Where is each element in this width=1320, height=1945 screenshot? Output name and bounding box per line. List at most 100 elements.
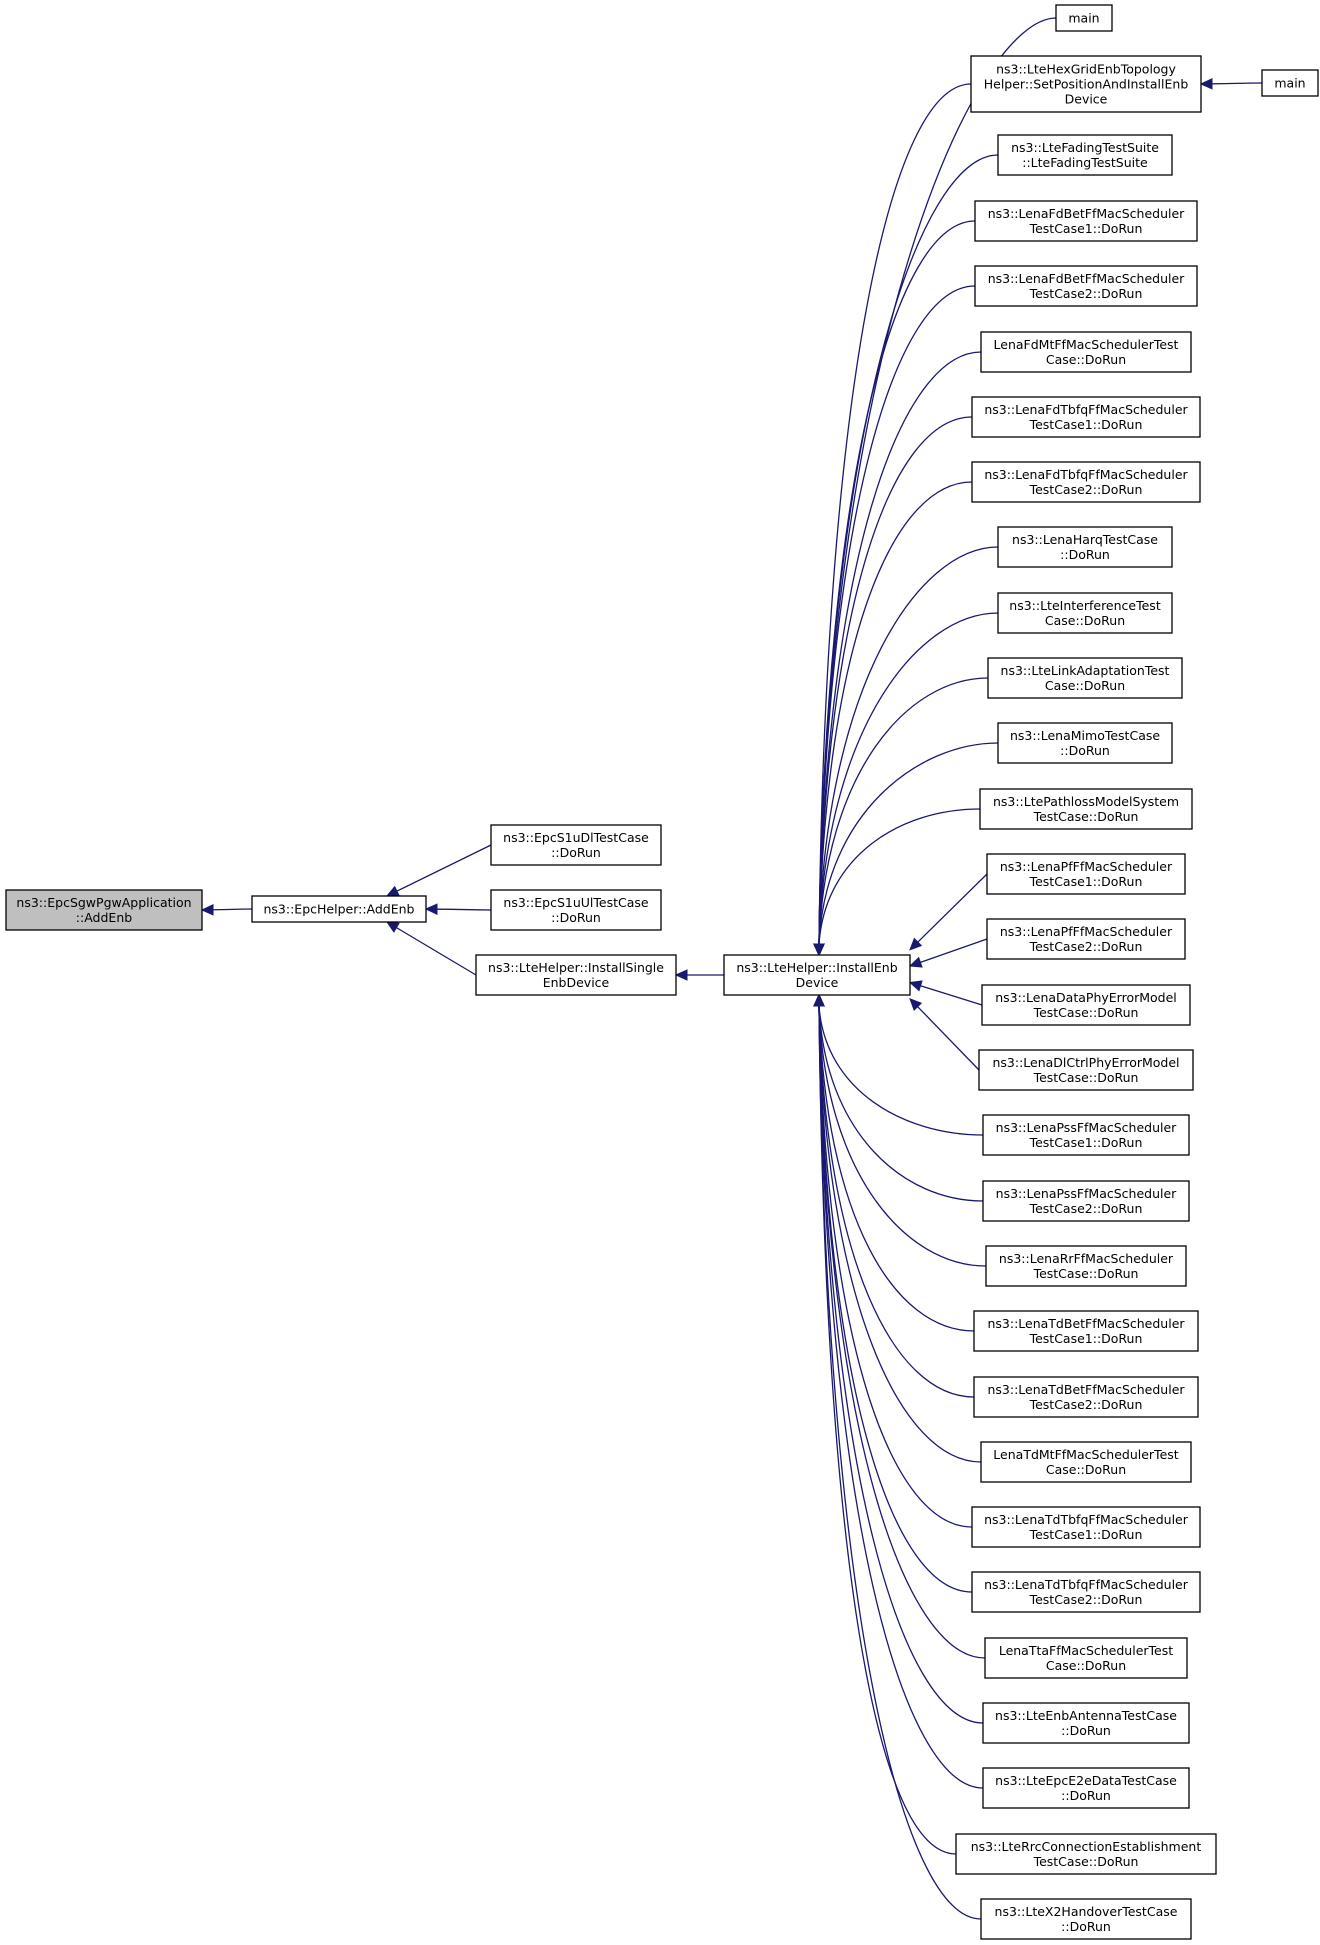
edge-c1-to-n5 xyxy=(818,83,972,945)
edge-c11-to-n5 xyxy=(818,742,999,945)
node-label-line: ns3::LenaDataPhyErrorModel xyxy=(995,990,1177,1005)
node-label-line: ns3::LteFadingTestSuite xyxy=(1011,140,1159,155)
node-label-line: ns3::LenaFdTbfqFfMacScheduler xyxy=(984,402,1188,417)
node-label-line: TestCase1::DoRun xyxy=(1029,221,1143,236)
graph-node-c26[interactable]: ns3::LteEnbAntennaTestCase::DoRun xyxy=(982,1702,1190,1744)
graph-node-c17[interactable]: ns3::LenaPssFfMacSchedulerTestCase1::DoR… xyxy=(982,1114,1190,1156)
node-box xyxy=(978,1049,1194,1091)
node-label-line: ::DoRun xyxy=(551,910,601,925)
edge-c10-to-n5 xyxy=(818,677,989,945)
arrowhead-n1-to-n0 xyxy=(200,904,214,916)
node-label-line: ns3::LenaTdTbfqFfMacScheduler xyxy=(984,1577,1189,1592)
node-label-line: ns3::LenaPfFfMacScheduler xyxy=(1000,924,1173,939)
graph-node-c23[interactable]: ns3::LenaTdTbfqFfMacSchedulerTestCase1::… xyxy=(971,1506,1201,1548)
arrowhead-n5-to-n4 xyxy=(674,969,688,981)
node-box xyxy=(971,396,1201,438)
graph-node-c11[interactable]: ns3::LenaMimoTestCase::DoRun xyxy=(997,722,1173,764)
graph-node-c8[interactable]: ns3::LenaHarqTestCase::DoRun xyxy=(997,526,1173,568)
node-label-line: main xyxy=(1274,76,1305,91)
graph-node-c1[interactable]: ns3::LteHexGridEnbTopologyHelper::SetPos… xyxy=(970,55,1202,113)
graph-node-n3[interactable]: ns3::EpcS1uUlTestCase::DoRun xyxy=(490,889,662,931)
edge-c4-to-n5 xyxy=(818,285,976,945)
edge-c15-to-n5 xyxy=(920,985,983,1006)
node-box xyxy=(723,954,911,996)
graph-node-c20[interactable]: ns3::LenaTdBetFfMacSchedulerTestCase1::D… xyxy=(973,1310,1199,1352)
graph-node-c13[interactable]: ns3::LenaPfFfMacSchedulerTestCase1::DoRu… xyxy=(986,853,1186,895)
edge-c19-to-n5 xyxy=(818,1005,987,1267)
node-box xyxy=(490,824,662,866)
arrowhead-n3-to-n1 xyxy=(424,903,438,915)
node-box xyxy=(974,200,1198,242)
node-label-line: Case::DoRun xyxy=(1046,1658,1126,1673)
graph-node-c15[interactable]: ns3::LenaDataPhyErrorModelTestCase::DoRu… xyxy=(981,984,1191,1026)
node-label-line: EnbDevice xyxy=(543,975,610,990)
graph-node-c12[interactable]: ns3::LtePathlossModelSystemTestCase::DoR… xyxy=(979,788,1193,830)
edge-c27-to-n5 xyxy=(818,1005,984,1789)
edge-c0-to-n5 xyxy=(818,17,1057,945)
node-box xyxy=(973,1310,1199,1352)
graph-node-c29[interactable]: ns3::LteX2HandoverTestCase::DoRun xyxy=(980,1898,1192,1940)
graph-node-c2[interactable]: ns3::LteFadingTestSuite::LteFadingTestSu… xyxy=(997,134,1173,176)
graph-node-c21[interactable]: ns3::LenaTdBetFfMacSchedulerTestCase2::D… xyxy=(973,1376,1199,1418)
graph-node-c14[interactable]: ns3::LenaPfFfMacSchedulerTestCase2::DoRu… xyxy=(986,918,1186,960)
edge-c25-to-n5 xyxy=(818,1005,986,1659)
node-box xyxy=(997,722,1173,764)
node-box xyxy=(5,889,203,931)
node-box xyxy=(1055,4,1113,32)
node-label-line: ns3::LtePathlossModelSystem xyxy=(993,794,1179,809)
graph-node-c0[interactable]: main xyxy=(1055,4,1113,32)
graph-node-c28[interactable]: ns3::LteRrcConnectionEstablishmentTestCa… xyxy=(955,1833,1217,1875)
node-box xyxy=(971,1571,1201,1613)
edge-c20-to-n5 xyxy=(818,1005,975,1332)
graph-node-c3[interactable]: ns3::LenaFdBetFfMacSchedulerTestCase1::D… xyxy=(974,200,1198,242)
graph-node-c4[interactable]: ns3::LenaFdBetFfMacSchedulerTestCase2::D… xyxy=(974,265,1198,307)
node-label-line: ::DoRun xyxy=(1061,1919,1111,1934)
node-label-line: ns3::EpcSgwPgwApplication xyxy=(16,895,191,910)
node-label-line: ns3::LenaFdTbfqFfMacScheduler xyxy=(984,467,1188,482)
edge-c18-to-n5 xyxy=(818,1005,984,1202)
edge-c14-to-n5 xyxy=(920,938,988,963)
node-label-line: ns3::LenaFdBetFfMacScheduler xyxy=(988,271,1185,286)
graph-node-n2[interactable]: ns3::EpcS1uDlTestCase::DoRun xyxy=(490,824,662,866)
graph-node-c27[interactable]: ns3::LteEpcE2eDataTestCase::DoRun xyxy=(982,1767,1190,1809)
node-box xyxy=(980,1441,1192,1483)
node-label-line: TestCase::DoRun xyxy=(1033,1005,1139,1020)
node-box xyxy=(987,657,1183,699)
node-box xyxy=(970,55,1202,113)
graph-node-c24[interactable]: ns3::LenaTdTbfqFfMacSchedulerTestCase2::… xyxy=(971,1571,1201,1613)
node-label-line: ::DoRun xyxy=(1061,1788,1111,1803)
node-label-line: ns3::LteRrcConnectionEstablishment xyxy=(971,1839,1202,1854)
node-label-line: ns3::LteX2HandoverTestCase xyxy=(995,1904,1178,1919)
node-label-line: Helper::SetPositionAndInstallEnb xyxy=(984,77,1189,92)
edge-c29-to-n5 xyxy=(818,1005,982,1920)
node-box xyxy=(490,889,662,931)
arrowhead-c29-to-n5 xyxy=(813,993,825,1007)
node-label-line: TestCase1::DoRun xyxy=(1029,1135,1143,1150)
graph-node-c16[interactable]: ns3::LenaDlCtrlPhyErrorModelTestCase::Do… xyxy=(978,1049,1194,1091)
node-label-line: Case::DoRun xyxy=(1045,678,1125,693)
edge-n2-to-n1 xyxy=(396,844,492,892)
arrowhead-c14-to-n5 xyxy=(908,956,923,968)
arrowhead-n4-to-n1 xyxy=(385,921,400,933)
edges-layer xyxy=(200,17,1263,1920)
node-label-line: LenaFdMtFfMacSchedulerTest xyxy=(994,337,1179,352)
graph-node-n1[interactable]: ns3::EpcHelper::AddEnb xyxy=(251,895,427,923)
graph-node-c6[interactable]: ns3::LenaFdTbfqFfMacSchedulerTestCase1::… xyxy=(971,396,1201,438)
graph-node-c7[interactable]: ns3::LenaFdTbfqFfMacSchedulerTestCase2::… xyxy=(971,461,1201,503)
node-label-line: LenaTdMtFfMacSchedulerTest xyxy=(993,1447,1178,1462)
node-label-line: TestCase2::DoRun xyxy=(1029,482,1143,497)
graph-node-m1[interactable]: main xyxy=(1261,69,1319,97)
graph-node-c18[interactable]: ns3::LenaPssFfMacSchedulerTestCase2::DoR… xyxy=(982,1180,1190,1222)
edge-c9-to-n5 xyxy=(818,612,999,945)
node-label-line: TestCase::DoRun xyxy=(1033,1070,1139,1085)
node-label-line: Device xyxy=(796,975,839,990)
